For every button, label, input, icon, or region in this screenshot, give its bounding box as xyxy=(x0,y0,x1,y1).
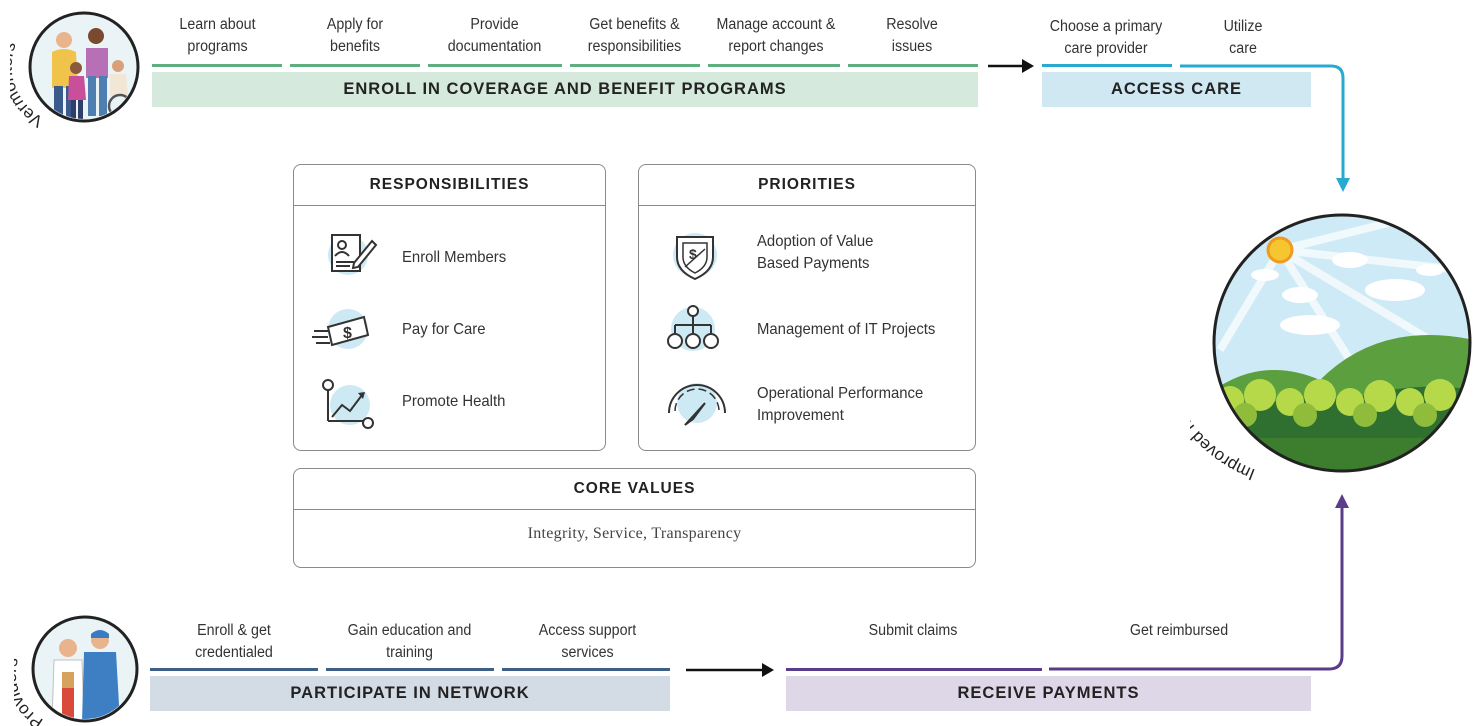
step-provide-documentation: Provide documentation xyxy=(447,16,542,55)
enroll-segment xyxy=(708,64,840,67)
arrow-enroll-to-access xyxy=(988,59,1034,73)
step-resolve-issues: Resolve issues xyxy=(886,16,938,55)
step-utilize-care: Utilize care xyxy=(1223,18,1263,57)
health-trend-chart-icon xyxy=(322,379,374,429)
payments-to-outcome-arrow xyxy=(1049,494,1349,671)
enroll-segment xyxy=(290,64,420,67)
payments-banner: RECEIVE PAYMENTS xyxy=(786,676,1311,711)
vermonters-avatar xyxy=(28,11,140,123)
enroll-banner: ENROLL IN COVERAGE AND BENEFIT PROGRAMS xyxy=(152,72,978,107)
money-payment-icon: $ xyxy=(312,309,370,349)
network-segment xyxy=(502,668,670,671)
step-access-support: Access support services xyxy=(538,622,637,661)
arrow-network-to-payments xyxy=(686,663,774,677)
performance-gauge-icon xyxy=(668,383,726,426)
health-outcome-illustration: Improved health and well-being xyxy=(1190,213,1472,484)
step-learn-about-programs: Learn about programs xyxy=(179,16,256,55)
access-segment xyxy=(1042,64,1172,67)
vermonters-label: Vermonters xyxy=(10,39,46,130)
step-get-reimbursed: Get reimbursed xyxy=(1129,622,1229,639)
item-promote-health: Promote Health xyxy=(402,393,506,410)
item-pay-for-care: Pay for Care xyxy=(402,321,486,338)
responsibilities-panel: RESPONSIBILITIES Enroll Members $ Pay fo… xyxy=(293,164,606,451)
enroll-segment xyxy=(152,64,282,67)
priorities-panel: PRIORITIES $ Adoption of Value Based Pay… xyxy=(638,164,976,451)
providers-label-text: Providers xyxy=(14,656,46,726)
network-segment xyxy=(326,668,494,671)
svg-text:$: $ xyxy=(343,325,352,342)
item-operational-performance: Operational Performance Improvement xyxy=(757,385,924,424)
network-banner: PARTICIPATE IN NETWORK xyxy=(150,676,670,711)
item-management-it-projects: Management of IT Projects xyxy=(757,321,936,338)
it-org-chart-icon xyxy=(667,305,719,351)
access-banner: ACCESS CARE xyxy=(1042,72,1311,107)
enrollment-form-icon xyxy=(328,234,378,275)
payments-segment xyxy=(786,668,1042,671)
step-get-benefits: Get benefits & responsibilities xyxy=(587,16,682,55)
providers-label: Providers xyxy=(14,656,46,726)
svg-text:Providers: Providers xyxy=(14,656,46,726)
item-enroll-members: Enroll Members xyxy=(402,249,507,266)
svg-text:Vermonters: Vermonters xyxy=(10,39,46,130)
step-apply-for-benefits: Apply for benefits xyxy=(326,16,384,55)
access-to-outcome-arrow xyxy=(1180,64,1350,192)
providers-avatar xyxy=(31,615,139,723)
core-values-title: CORE VALUES xyxy=(294,469,975,510)
item-adoption-value-based-payments: Adoption of Value Based Payments xyxy=(757,233,874,272)
value-payment-badge-icon: $ xyxy=(673,233,717,281)
step-gain-education: Gain education and training xyxy=(347,622,472,661)
vermonters-label-text: Vermonters xyxy=(10,39,46,130)
step-enroll-credentialed: Enroll & get credentialed xyxy=(195,622,273,661)
enroll-segment xyxy=(428,64,562,67)
core-values-text: Integrity, Service, Transparency xyxy=(527,525,742,542)
step-choose-primary-care: Choose a primary care provider xyxy=(1049,18,1163,57)
core-values-panel: CORE VALUES Integrity, Service, Transpar… xyxy=(293,468,976,568)
svg-text:$: $ xyxy=(689,246,697,262)
priorities-title: PRIORITIES xyxy=(639,165,975,206)
step-manage-account: Manage account & report changes xyxy=(716,16,836,55)
enroll-segment xyxy=(570,64,700,67)
network-segment xyxy=(150,668,318,671)
responsibilities-title: RESPONSIBILITIES xyxy=(294,165,605,206)
step-submit-claims: Submit claims xyxy=(868,622,958,639)
enroll-segment xyxy=(848,64,978,67)
